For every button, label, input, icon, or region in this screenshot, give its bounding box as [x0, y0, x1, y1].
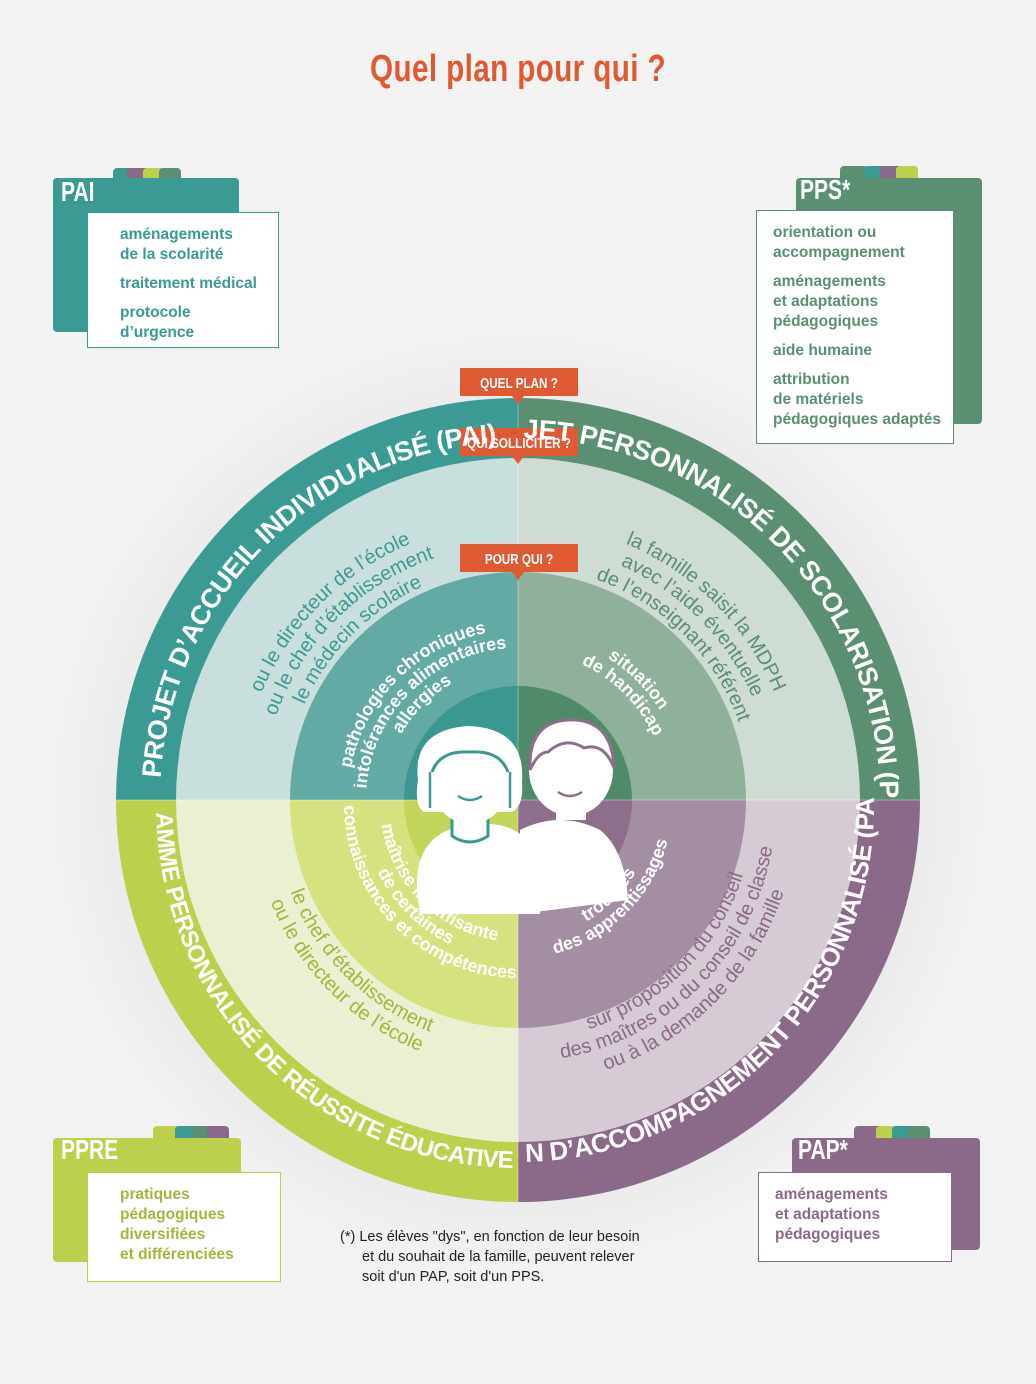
list-item: aide humaine	[773, 342, 873, 359]
ppre-card-label: PPRE	[61, 1134, 119, 1165]
pps-card-label: PPS*	[800, 174, 851, 205]
badge-qui-solliciter: QUI SOLLICITER ?	[460, 428, 578, 464]
pap-card: PAP* aménagements et adaptations pédagog…	[758, 1126, 986, 1266]
page-title: Quel plan pour qui ?	[370, 48, 666, 90]
pai-card: PAI aménagements de la scolarité traitem…	[53, 168, 283, 348]
pap-card-list: aménagements et adaptations pédagogiques	[758, 1172, 952, 1262]
list-item: attribution de matériels pédagogiques ad…	[773, 371, 941, 428]
list-item: aménagements de la scolarité	[120, 226, 233, 263]
pai-card-label: PAI	[61, 176, 95, 207]
pap-card-label: PAP*	[798, 1134, 848, 1165]
footnote: (*) Les élèves "dys", en fonction de leu…	[340, 1227, 720, 1287]
svg-text:QUI SOLLICITER ?: QUI SOLLICITER ?	[467, 435, 571, 452]
ppre-card-list: pratiques pédagogiques diversifiées et d…	[87, 1172, 281, 1282]
svg-text:POUR QUI ?: POUR QUI ?	[485, 551, 553, 568]
list-item: traitement médical	[120, 275, 257, 292]
list-item: pratiques pédagogiques diversifiées et d…	[120, 1186, 234, 1263]
pps-card-list: orientation ou accompagnement aménagemen…	[756, 210, 954, 444]
children-illustration-icon	[416, 718, 628, 914]
list-item: orientation ou accompagnement	[773, 224, 905, 261]
badge-quel-plan: QUEL PLAN ?	[460, 368, 578, 404]
list-item: protocole d’urgence	[120, 304, 195, 341]
ppre-card: PPRE pratiques pédagogiques diversifiées…	[53, 1126, 285, 1286]
badge-pour-qui: POUR QUI ?	[460, 544, 578, 580]
svg-text:QUEL PLAN ?: QUEL PLAN ?	[480, 375, 558, 392]
list-item: aménagements et adaptations pédagogiques	[773, 273, 886, 330]
footnote-line: soit d'un PAP, soit d'un PPS.	[362, 1269, 545, 1285]
pps-card: PPS* orientation ou accompagnement aména…	[756, 166, 986, 446]
footnote-line: et du souhait de la famille, peuvent rel…	[362, 1249, 635, 1265]
footnote-line: (*) Les élèves "dys", en fonction de leu…	[340, 1229, 640, 1245]
pai-card-list: aménagements de la scolarité traitement …	[87, 212, 279, 348]
list-item: aménagements et adaptations pédagogiques	[775, 1186, 888, 1243]
